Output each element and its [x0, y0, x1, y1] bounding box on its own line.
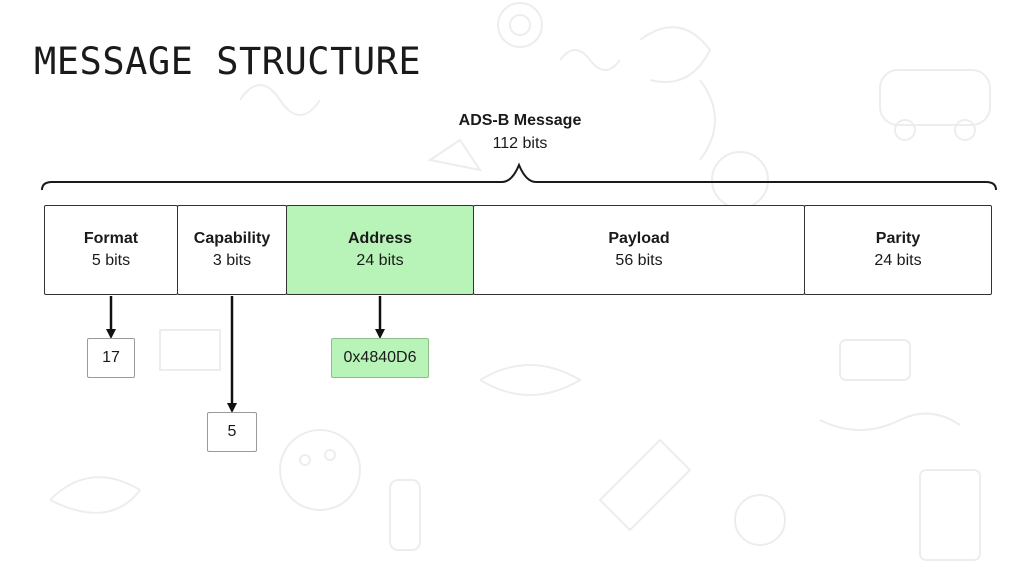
page-title: MESSAGE STRUCTURE	[34, 40, 422, 83]
capability-value: 5	[207, 412, 257, 452]
field-payload-bits: 56 bits	[615, 252, 663, 269]
field-capability-name: Capability	[193, 230, 271, 247]
field-capability-bits: 3 bits	[212, 252, 252, 269]
field-format-bits: 5 bits	[91, 252, 131, 269]
field-payload-name: Payload	[608, 230, 670, 247]
field-capability: Capability 3 bits	[177, 205, 287, 295]
field-format-name: Format	[83, 230, 139, 247]
field-parity: Parity 24 bits	[804, 205, 992, 295]
field-parity-name: Parity	[875, 230, 921, 247]
message-bits: 112 bits	[492, 135, 548, 152]
address-value: 0x4840D6	[331, 338, 429, 378]
field-address-name: Address	[347, 230, 413, 247]
field-format: Format 5 bits	[44, 205, 178, 295]
field-address: Address 24 bits	[286, 205, 474, 295]
field-address-bits: 24 bits	[356, 252, 404, 269]
field-parity-bits: 24 bits	[874, 252, 922, 269]
message-name: ADS-B Message	[458, 112, 582, 129]
format-value: 17	[87, 338, 135, 378]
field-payload: Payload 56 bits	[473, 205, 805, 295]
